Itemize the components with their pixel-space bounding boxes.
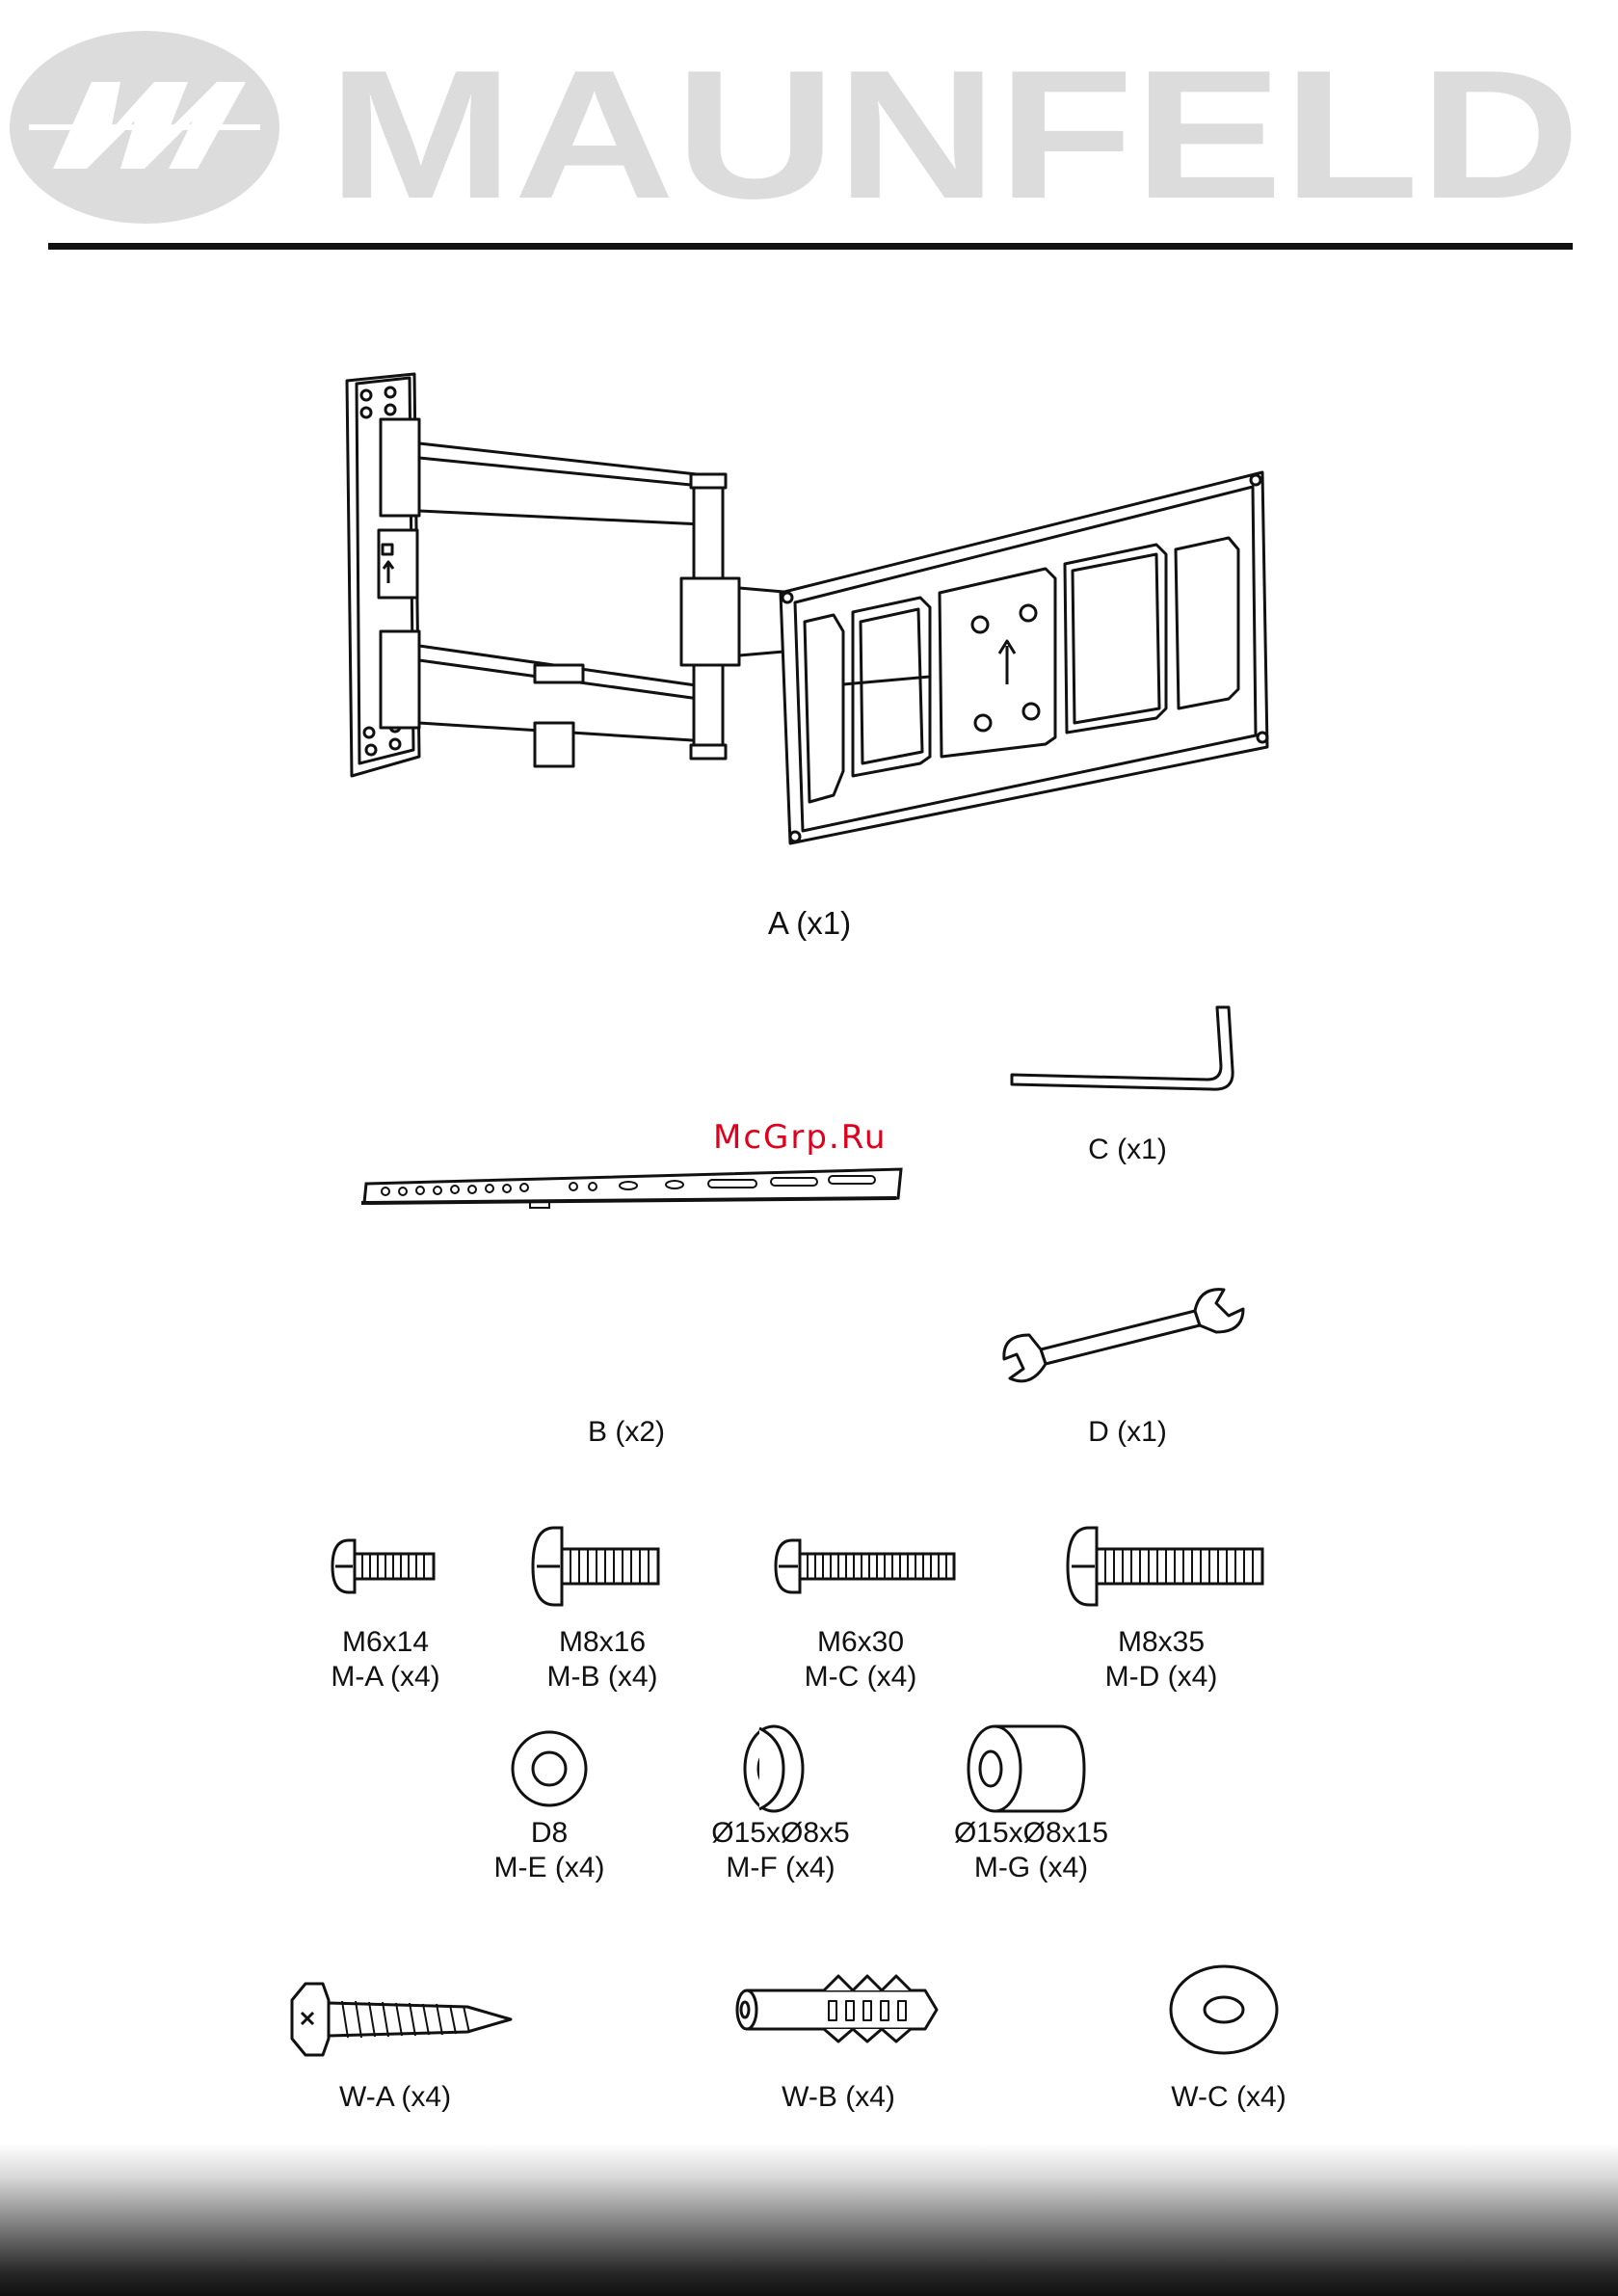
part-d-label: D (x1): [1041, 1415, 1214, 1450]
screw-m6x30-icon: [771, 1533, 964, 1600]
brand-wordmark: MAUNFELD: [328, 33, 1580, 237]
part-b-label: B (x2): [540, 1415, 713, 1450]
wall-hardware-label: W-A (x4): [299, 2080, 491, 2115]
screw-m6x14-icon: [328, 1533, 443, 1600]
washer-code-label: M-G (x4): [915, 1851, 1147, 1885]
washer-size-label: D8: [453, 1816, 646, 1851]
screw-code-label: M-B (x4): [506, 1660, 699, 1695]
screw-size-label: M8x16: [506, 1625, 699, 1660]
part-c-label: C (x1): [1041, 1133, 1214, 1167]
screw-size-label: M6x30: [764, 1625, 957, 1660]
screw-size-label: M6x14: [289, 1625, 482, 1660]
washer-d8-icon: [506, 1725, 593, 1812]
screw-code-label: M-C (x4): [764, 1660, 957, 1695]
part-a-drawing: [342, 366, 1267, 848]
screw-code-label: M-A (x4): [289, 1660, 482, 1695]
part-b-drawing: [357, 1155, 906, 1222]
flat-washer-icon: [1166, 1962, 1282, 2058]
watermark-text: McGrp.Ru: [713, 1118, 887, 1157]
washer-code-label: M-F (x4): [675, 1851, 887, 1885]
wall-hardware-label: W-C (x4): [1132, 2080, 1325, 2115]
wrench-icon: [1002, 1282, 1243, 1398]
screw-m8x16-icon: [525, 1523, 670, 1610]
washer-code-label: M-E (x4): [453, 1851, 646, 1885]
washer-size-label: Ø15xØ8x15: [915, 1816, 1147, 1851]
spacer-5mm-icon: [740, 1721, 808, 1817]
hex-key-icon: [1007, 1002, 1238, 1099]
header-divider: [48, 243, 1573, 250]
wall-hardware-label: W-B (x4): [742, 2080, 935, 2115]
spacer-15mm-icon: [964, 1721, 1089, 1817]
screw-code-label: M-D (x4): [1065, 1660, 1258, 1695]
maunfeld-m-emblem-icon: [10, 31, 279, 224]
footer-band: [0, 2144, 1618, 2296]
lag-bolt-icon: [284, 1976, 516, 2063]
screw-size-label: M8x35: [1065, 1625, 1258, 1660]
brand-logo: MAUNFELD: [0, 0, 1618, 241]
washer-size-label: Ø15xØ8x5: [675, 1816, 887, 1851]
part-a-label: A (x1): [713, 906, 906, 941]
wall-anchor-icon: [732, 1966, 944, 2053]
screw-m8x35-icon: [1060, 1523, 1272, 1610]
